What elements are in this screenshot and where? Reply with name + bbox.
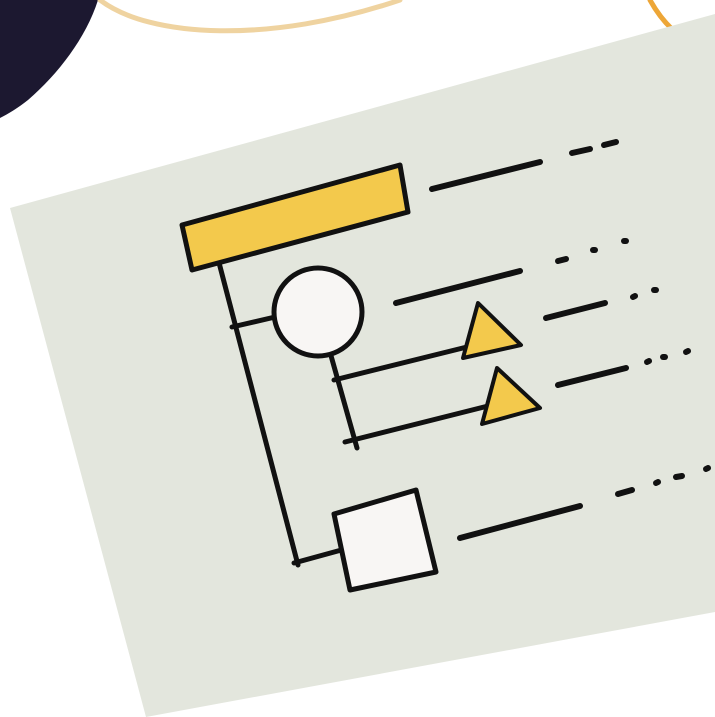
circle-node: [274, 268, 362, 356]
diagram-card: [10, 14, 715, 717]
swoosh-curve: [100, 0, 400, 31]
dark-blob-shape: [0, 0, 98, 118]
